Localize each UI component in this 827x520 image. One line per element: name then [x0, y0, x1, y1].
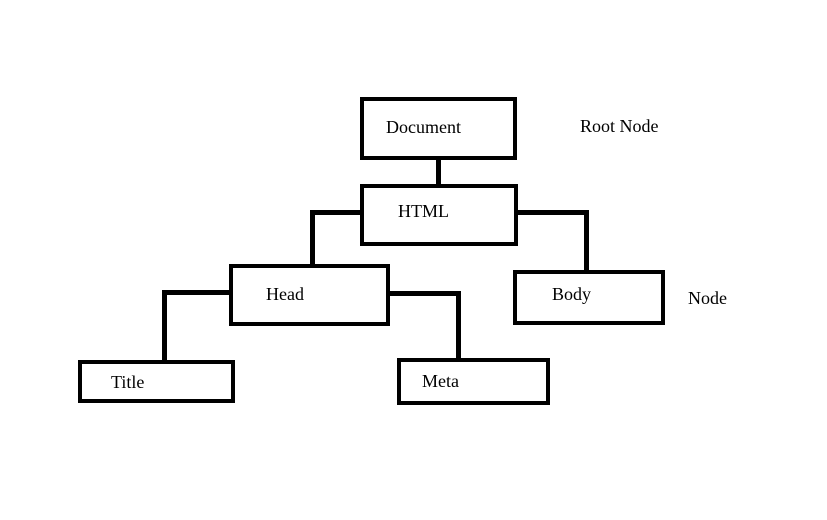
- node-annotation: Node: [688, 288, 727, 308]
- connector-head-title-horizontal: [162, 290, 232, 295]
- connector-html-body-vertical: [584, 210, 589, 272]
- node-body: [513, 270, 665, 325]
- connector-head-title-vertical: [162, 290, 167, 362]
- node-document-label: Document: [386, 117, 461, 137]
- connector-html-body-horizontal: [516, 210, 589, 215]
- node-html-label: HTML: [398, 201, 449, 221]
- node-title: [78, 360, 235, 403]
- node-document: [360, 97, 517, 160]
- connector-head-meta-horizontal: [387, 291, 461, 296]
- node-html: [360, 184, 518, 246]
- node-meta-label: Meta: [422, 371, 459, 391]
- node-head-label: Head: [266, 284, 304, 304]
- connector-html-head-vertical: [310, 210, 315, 266]
- connector-head-meta-vertical: [456, 291, 461, 360]
- node-head: [229, 264, 390, 326]
- node-title-label: Title: [111, 372, 145, 392]
- node-meta: [397, 358, 550, 405]
- node-body-label: Body: [552, 284, 592, 304]
- connector-html-head-horizontal: [310, 210, 362, 215]
- connector-document-html: [436, 158, 441, 186]
- root-node-annotation: Root Node: [580, 116, 659, 136]
